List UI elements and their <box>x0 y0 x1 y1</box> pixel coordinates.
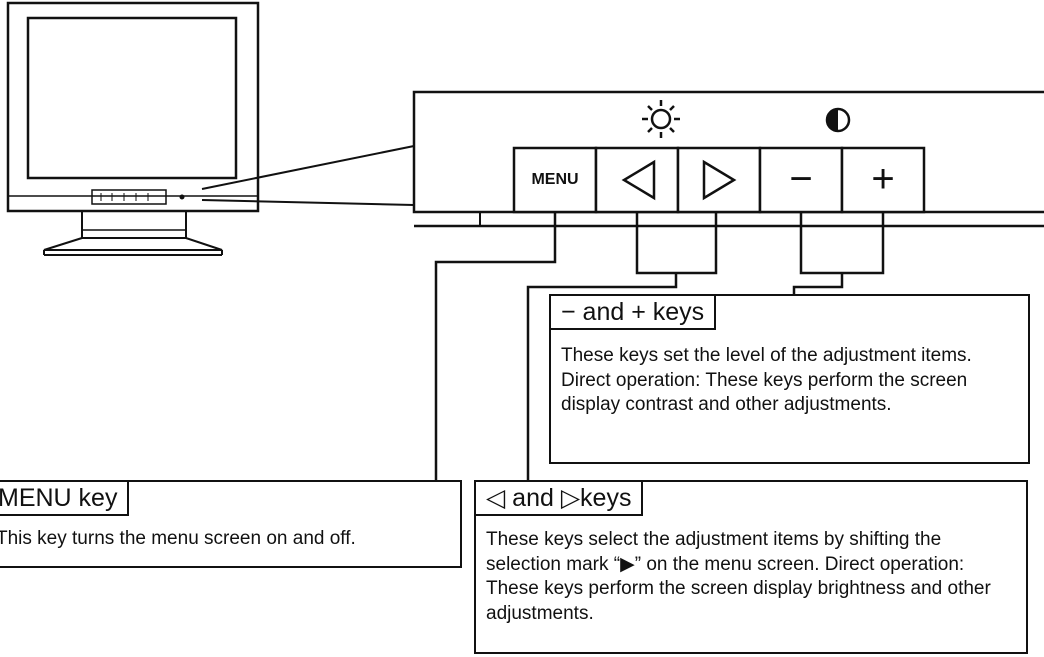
brightness-sun-icon <box>642 100 680 138</box>
callout-arrows-title: ◁ and ▷keys <box>474 480 644 516</box>
leader-lines <box>434 212 885 480</box>
right-key[interactable] <box>676 146 762 214</box>
monitor-control-strip <box>91 189 185 205</box>
callout-arrows: ◁ and ▷keys These keys select the adjust… <box>474 480 1028 654</box>
left-triangle-icon <box>621 159 656 201</box>
monitor-bezel <box>6 1 260 213</box>
plus-key[interactable] <box>840 146 926 214</box>
left-key[interactable] <box>594 146 680 214</box>
key-row <box>512 146 926 214</box>
monitor-screen <box>26 16 238 180</box>
leader-plusminus <box>799 212 885 275</box>
menu-key[interactable] <box>512 146 598 214</box>
leader-plusminus-drop <box>792 273 844 294</box>
minus-key-label: − <box>789 157 813 201</box>
leader-arrows-drop <box>526 273 678 480</box>
callout-plus-minus-title: − and + keys <box>549 294 717 330</box>
callout-menu: MENU key This key turns the menu screen … <box>0 480 462 568</box>
leader-menu <box>434 212 557 480</box>
monitor-illustration <box>6 1 260 256</box>
right-triangle-icon <box>702 159 737 201</box>
plus-key-label: + <box>871 157 895 201</box>
leader-arrows <box>635 212 718 275</box>
contrast-half-circle-icon <box>825 107 851 133</box>
menu-key-label: MENU <box>531 171 579 188</box>
callout-menu-body: This key turns the menu screen on and of… <box>0 528 356 549</box>
zoom-lines <box>201 145 415 206</box>
callout-plus-minus: − and + keys These keys set the level of… <box>549 294 1030 464</box>
callout-arrows-body: These keys select the adjustment items b… <box>486 529 991 624</box>
callout-menu-title: MENU key <box>0 480 130 516</box>
monitor-stand <box>43 211 223 256</box>
callout-plus-minus-body: These keys set the level of the adjustme… <box>561 345 972 415</box>
